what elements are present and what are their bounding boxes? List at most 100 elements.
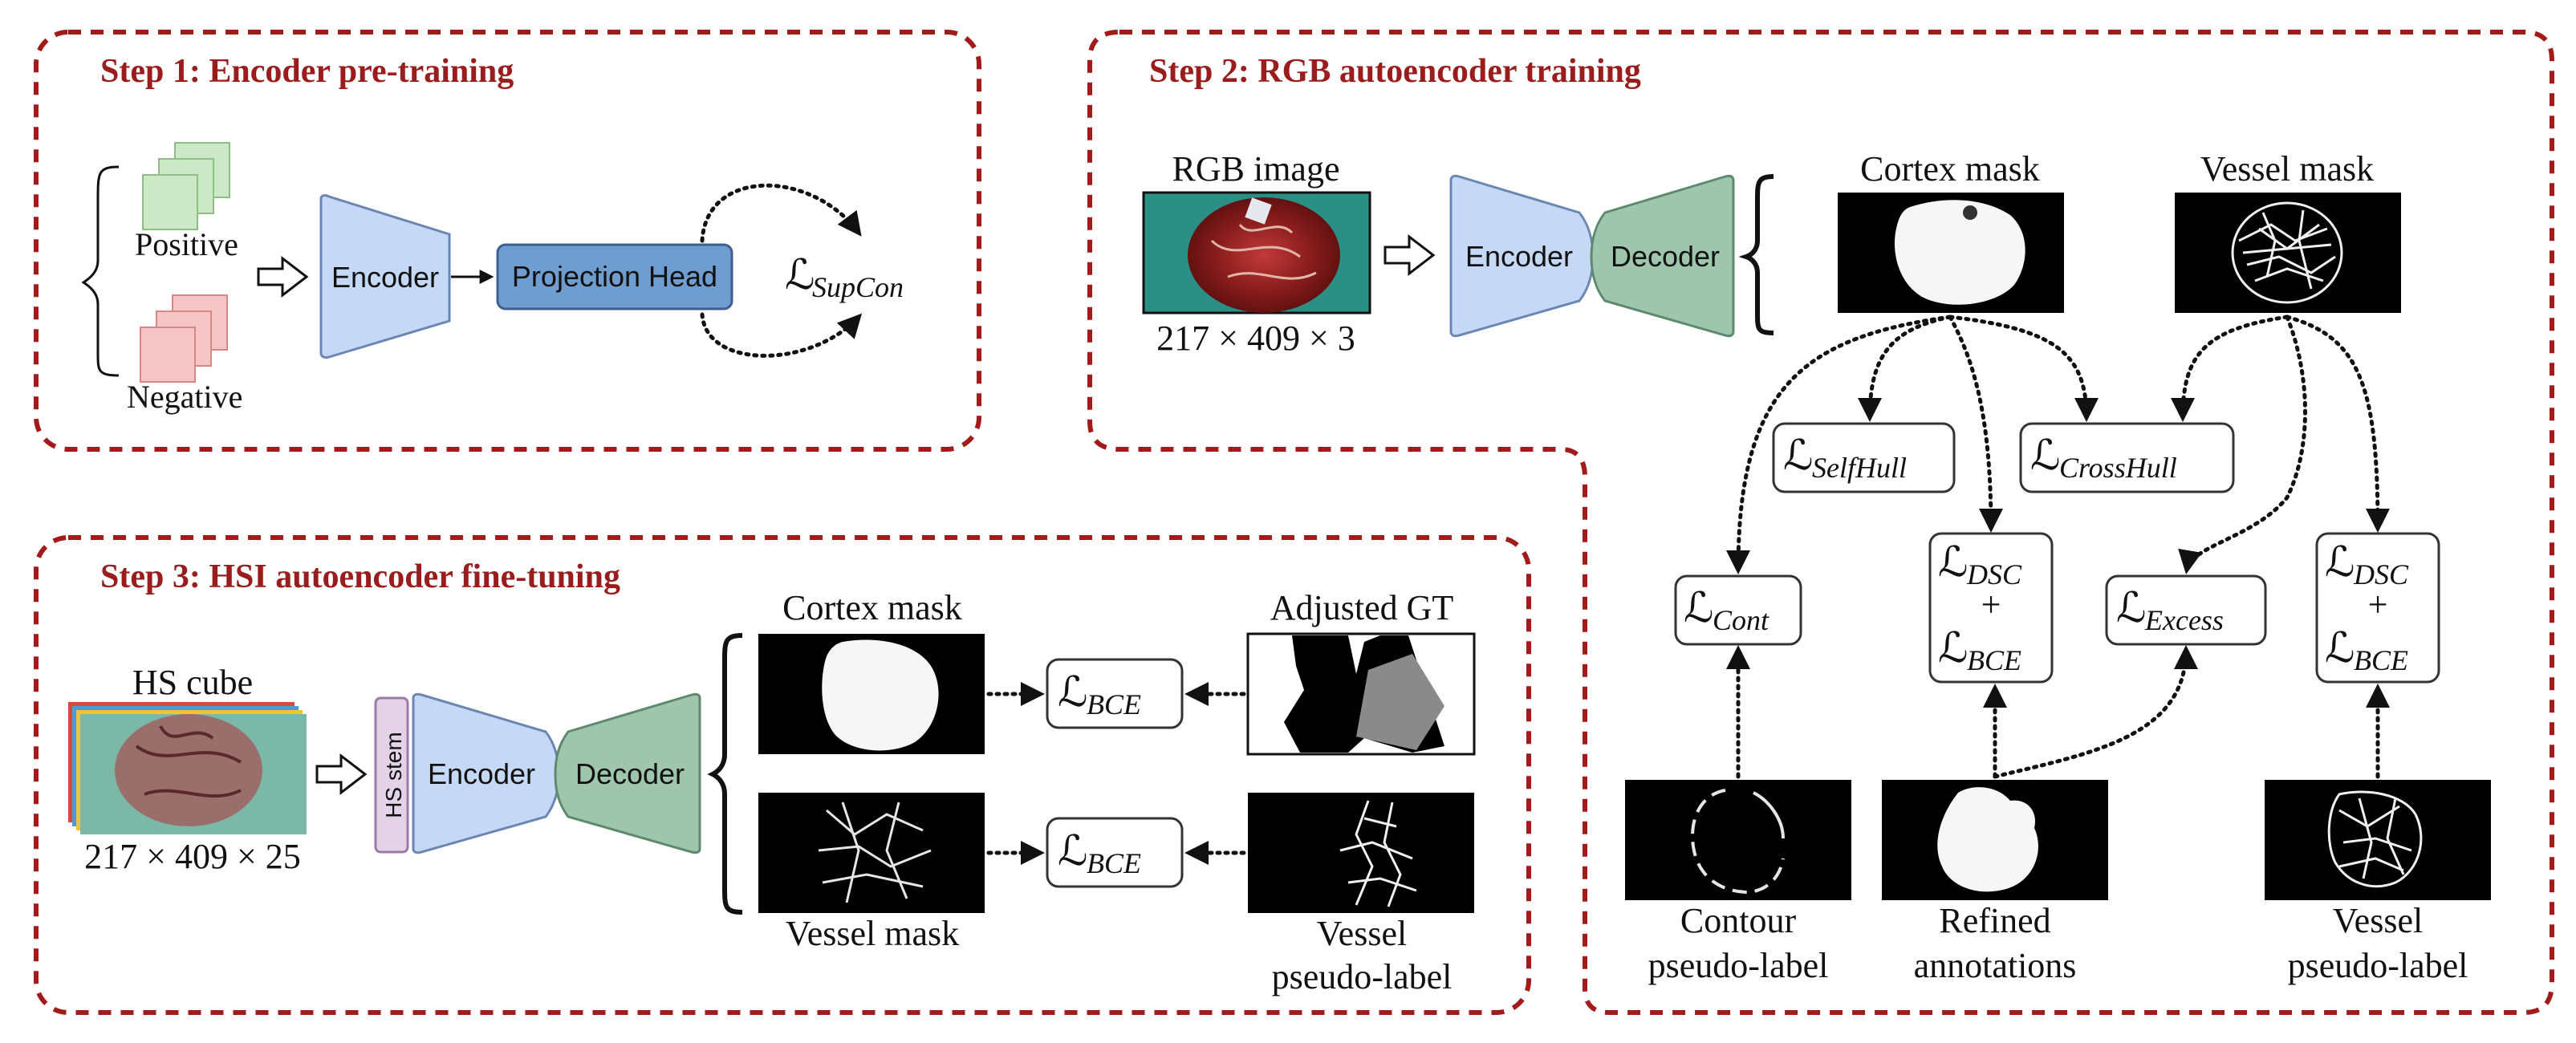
step2-panel: Step 2: RGB autoencoder training RGB ima… bbox=[1087, 30, 2554, 1015]
step3-vessel-pl-line2: pseudo-label bbox=[1272, 957, 1453, 996]
selfhull-loss-symbol: ℒ bbox=[1783, 432, 1813, 480]
cont-loss: ℒ Cont bbox=[1684, 584, 1769, 636]
selfhull-loss-box bbox=[1772, 422, 1956, 493]
rgb-image-label: RGB image bbox=[1172, 149, 1340, 189]
cont-loss-symbol: ℒ bbox=[1684, 584, 1713, 632]
step3-decoder-block bbox=[554, 692, 701, 854]
crosshull-loss: ℒ CrossHull bbox=[2030, 432, 2177, 484]
step1-brace bbox=[81, 165, 120, 377]
supcon-loss: ℒ SupCon bbox=[785, 251, 904, 303]
contour-pseudo-label-image bbox=[1625, 780, 1851, 900]
supcon-loss-subscript: SupCon bbox=[812, 271, 904, 303]
bce-loss-symbol-2: ℒ bbox=[2325, 624, 2355, 672]
adjusted-gt-image bbox=[1246, 632, 1476, 756]
step1-border bbox=[34, 30, 981, 452]
step3-decoder-label: Decoder bbox=[575, 757, 685, 790]
dsc-loss-subscript-2: DSC bbox=[2353, 558, 2409, 590]
bce-loss-subscript-1: BCE bbox=[1967, 644, 2021, 676]
dsc-bce-loss-box-1 bbox=[1928, 532, 2054, 684]
rgb-input-arrow-icon bbox=[1383, 233, 1436, 277]
vessel-to-dsc2-arrow bbox=[2285, 315, 2390, 533]
projection-to-loss-top-arrow bbox=[700, 183, 862, 243]
selfhull-loss: ℒ SelfHull bbox=[1783, 432, 1907, 484]
hs-dims-label: 217 × 409 × 25 bbox=[84, 837, 301, 876]
step2-vessel-pl-line2: pseudo-label bbox=[2288, 946, 2468, 985]
step2-output-brace bbox=[1738, 174, 1774, 335]
bce-loss-subscript-2: BCE bbox=[2354, 644, 2408, 676]
adjusted-gt-label: Adjusted GT bbox=[1270, 588, 1454, 627]
step3-cortex-mask-label: Cortex mask bbox=[782, 588, 962, 627]
step2-vessel-mask-label: Vessel mask bbox=[2200, 149, 2374, 189]
step2-decoder-block bbox=[1590, 174, 1735, 338]
dsc-bce-plus-1: + bbox=[1981, 585, 2001, 624]
step2-decoder-label: Decoder bbox=[1611, 240, 1720, 273]
step3-bce-loss-box-bottom bbox=[1046, 817, 1184, 888]
positive-label: Positive bbox=[135, 226, 238, 262]
dsc-bce-loss-box-2 bbox=[2315, 532, 2440, 684]
refined-label-line1: Refined bbox=[1939, 901, 2050, 940]
step3-bce-loss-top: ℒ BCE bbox=[1058, 668, 1141, 720]
cont-loss-subscript: Cont bbox=[1713, 604, 1769, 636]
hs-cube-label: HS cube bbox=[132, 663, 253, 702]
step1-encoder-block bbox=[319, 194, 451, 359]
supcon-loss-symbol: ℒ bbox=[785, 251, 815, 299]
step3-bce-bottom-symbol: ℒ bbox=[1058, 827, 1087, 875]
step3-cortex-mask-image bbox=[758, 634, 985, 754]
cortex-to-cont-arrow bbox=[1726, 315, 1952, 574]
excess-loss-subscript: Excess bbox=[2144, 604, 2224, 636]
cont-loss-box bbox=[1674, 574, 1802, 646]
negative-samples-icon bbox=[140, 294, 228, 383]
step1-encoder-label: Encoder bbox=[331, 261, 439, 294]
step2-cortex-mask-image bbox=[1838, 193, 2064, 313]
contour-label-line1: Contour bbox=[1680, 901, 1797, 940]
dsc-bce-plus-2: + bbox=[2368, 585, 2388, 624]
dsc-loss-symbol-1: ℒ bbox=[1938, 538, 1968, 586]
positive-samples-icon bbox=[142, 142, 230, 230]
crosshull-loss-symbol: ℒ bbox=[2030, 432, 2060, 480]
step2-vessel-pl-line1: Vessel bbox=[2333, 901, 2423, 940]
cortex-to-selfhull-arrow bbox=[1858, 315, 1952, 422]
contour-label-line2: pseudo-label bbox=[1648, 946, 1829, 985]
step3-vessel-pseudo-label-image bbox=[1248, 793, 1474, 913]
step1-title: Step 1: Encoder pre-training bbox=[100, 53, 514, 90]
dsc-loss-symbol-2: ℒ bbox=[2325, 538, 2355, 586]
hs-cube-image bbox=[68, 702, 307, 834]
projection-head-block bbox=[496, 243, 733, 310]
step3-output-brace bbox=[707, 633, 743, 915]
step2-cortex-mask-label: Cortex mask bbox=[1860, 149, 2040, 189]
excess-loss-box bbox=[2105, 574, 2267, 646]
selfhull-loss-subscript: SelfHull bbox=[1812, 452, 1907, 484]
step2-title: Step 2: RGB autoencoder training bbox=[1149, 53, 1641, 90]
hs-input-arrow-icon bbox=[315, 753, 368, 796]
dsc-bce-loss-1: ℒ DSC + ℒ BCE bbox=[1938, 538, 2022, 676]
step3-vessel-mask-image bbox=[758, 793, 985, 913]
step3-vessel-mask-label: Vessel mask bbox=[786, 914, 959, 953]
crosshull-loss-box bbox=[2019, 422, 2235, 493]
dsc-bce-loss-2: ℒ DSC + ℒ BCE bbox=[2325, 538, 2409, 676]
input-arrow-icon bbox=[257, 255, 309, 298]
bce-loss-symbol-1: ℒ bbox=[1938, 624, 1968, 672]
step2-vessel-mask-image bbox=[2175, 193, 2401, 313]
cortex-to-crosshull-arrow bbox=[1948, 315, 2099, 422]
dsc-loss-subscript-1: DSC bbox=[1966, 558, 2022, 590]
rgb-dims-label: 217 × 409 × 3 bbox=[1156, 319, 1355, 358]
refined-label-line2: annotations bbox=[1914, 946, 2077, 985]
refined-annotations-image bbox=[1882, 780, 2108, 900]
step3-bce-top-subscript: BCE bbox=[1087, 688, 1141, 720]
step3-vessel-pl-line1: Vessel bbox=[1317, 914, 1407, 953]
crosshull-loss-subscript: CrossHull bbox=[2059, 452, 2177, 484]
step2-encoder-label: Encoder bbox=[1465, 240, 1573, 273]
rgb-image-thumbnail bbox=[1142, 191, 1371, 315]
step3-border bbox=[34, 535, 1531, 1015]
step3-encoder-label: Encoder bbox=[428, 757, 535, 790]
negative-label: Negative bbox=[127, 379, 242, 415]
refined-to-excess-arrow bbox=[1993, 645, 2198, 779]
step1-panel: Step 1: Encoder pre-training Positive Ne… bbox=[34, 30, 981, 452]
hs-stem-block bbox=[374, 696, 409, 854]
step3-bce-top-symbol: ℒ bbox=[1058, 668, 1087, 716]
vessel-to-excess-arrow bbox=[2178, 315, 2307, 574]
excess-loss: ℒ Excess bbox=[2116, 584, 2224, 636]
step3-panel: Step 3: HSI autoencoder fine-tuning HS c… bbox=[34, 535, 1531, 1015]
step3-bce-bottom-subscript: BCE bbox=[1087, 847, 1141, 879]
step3-bce-loss-bottom: ℒ BCE bbox=[1058, 827, 1141, 879]
